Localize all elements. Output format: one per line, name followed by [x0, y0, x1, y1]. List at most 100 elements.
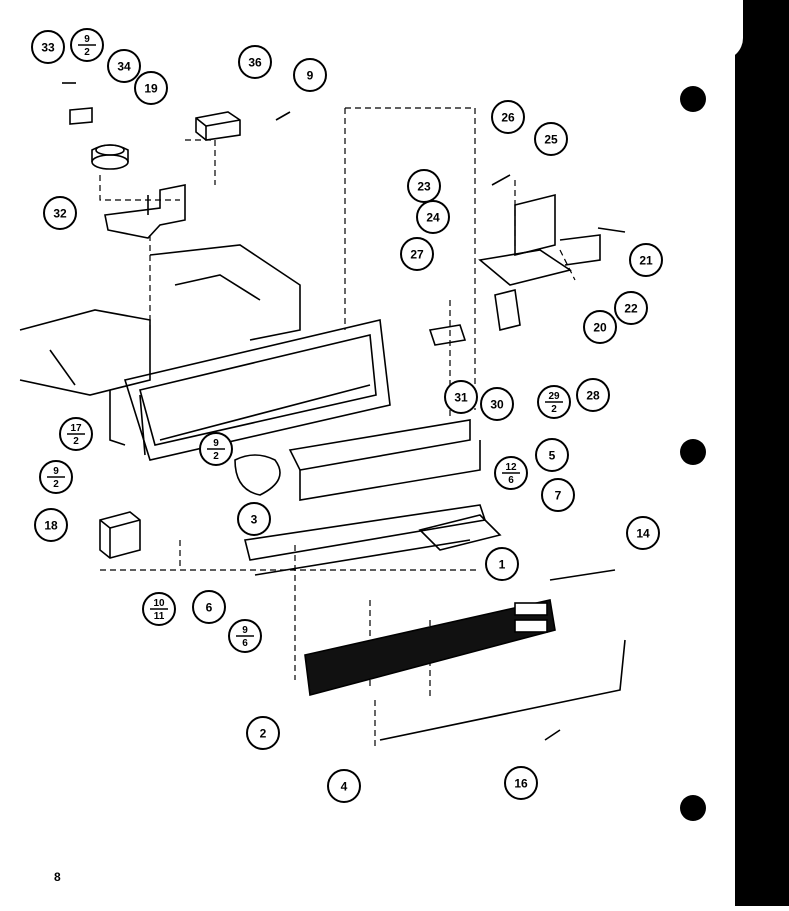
page-edge-bar: [721, 0, 789, 906]
callout-circle: [407, 169, 441, 203]
callout-numerator: 10: [153, 598, 165, 609]
callout-number: 3: [251, 513, 258, 527]
callout-numerator: 9: [213, 438, 219, 449]
callout-denominator: 11: [154, 611, 165, 622]
callout-c31: 31: [444, 380, 478, 414]
callout-circle: [576, 378, 610, 412]
callout-denominator: 6: [242, 638, 248, 649]
callout-numerator: 17: [70, 423, 82, 434]
callout-denominator: 2: [73, 436, 79, 447]
relay-assembly: [195, 111, 291, 141]
callout-c18: 18: [34, 508, 68, 542]
callout-number: 5: [549, 449, 556, 463]
control-bracket-assembly: [62, 82, 186, 239]
callout-circle: [43, 196, 77, 230]
callout-c9-top: 9: [293, 58, 327, 92]
callout-c6: 6: [192, 590, 226, 624]
callout-c3: 3: [237, 502, 271, 536]
callout-circle: [107, 49, 141, 83]
callout-number: 9: [307, 69, 314, 83]
callout-c33: 33: [31, 30, 65, 64]
callout-c17-2: 172: [59, 417, 93, 451]
callout-circle: [34, 508, 68, 542]
callout-denominator: 6: [508, 475, 514, 486]
door-switch-bracket-assembly: [428, 174, 626, 346]
console-housing: [19, 244, 391, 461]
callout-circle: [626, 516, 660, 550]
callout-c5: 5: [535, 438, 569, 472]
callout-number: 36: [248, 56, 262, 70]
callout-number: 21: [639, 254, 653, 268]
callout-c9-2-left: 92: [39, 460, 73, 494]
callout-c25: 25: [534, 122, 568, 156]
callout-circle: [614, 291, 648, 325]
callout-circle: [192, 590, 226, 624]
callout-number: 25: [544, 133, 558, 147]
callout-number: 7: [555, 489, 562, 503]
callout-c27: 27: [400, 237, 434, 271]
callout-circle: [541, 478, 575, 512]
callout-c12-6: 126: [494, 456, 528, 490]
callout-c9-2-mid: 92: [199, 432, 233, 466]
callout-circle: [534, 122, 568, 156]
binder-hole-top: [680, 86, 706, 112]
callout-numerator: 9: [84, 34, 90, 45]
callout-c20: 20: [583, 310, 617, 344]
assembly-drawing: [19, 82, 626, 750]
callout-numerator: 9: [242, 625, 248, 636]
callout-c16: 16: [504, 766, 538, 800]
callout-number: 22: [624, 302, 638, 316]
callout-number: 20: [593, 321, 607, 335]
callout-c22: 22: [614, 291, 648, 325]
callout-circle: [400, 237, 434, 271]
touch-panel-overlay: [304, 599, 556, 697]
control-board-assembly: [234, 419, 502, 576]
callout-number: 1: [499, 558, 506, 572]
relay-18: [99, 511, 141, 559]
binder-hole-middle: [680, 439, 706, 465]
callout-circle: [491, 100, 525, 134]
callout-c24: 24: [416, 200, 450, 234]
callout-c9-6: 96: [228, 619, 262, 653]
callout-c34: 34: [107, 49, 141, 83]
callout-c7: 7: [541, 478, 575, 512]
callout-circle: [134, 71, 168, 105]
callout-circle: [444, 380, 478, 414]
callout-c30: 30: [480, 387, 514, 421]
callout-number: 18: [44, 519, 58, 533]
callout-denominator: 2: [84, 47, 90, 58]
callout-circle: [246, 716, 280, 750]
callout-c36: 36: [238, 45, 272, 79]
callout-denominator: 2: [213, 451, 219, 462]
callout-denominator: 2: [53, 479, 59, 490]
callout-c19: 19: [134, 71, 168, 105]
callout-circle: [629, 243, 663, 277]
trim-strip-assembly: [379, 569, 626, 741]
callout-number: 23: [417, 180, 431, 194]
page-number: 8: [54, 870, 61, 884]
callout-number: 19: [144, 82, 158, 96]
callout-circle: [485, 547, 519, 581]
callout-c23: 23: [407, 169, 441, 203]
callout-number: 32: [53, 207, 67, 221]
callout-number: 14: [636, 527, 650, 541]
callout-number: 16: [514, 777, 528, 791]
callout-c29-2: 292: [537, 385, 571, 419]
callout-c2: 2: [246, 716, 280, 750]
callout-number: 30: [490, 398, 504, 412]
callout-number: 6: [206, 601, 213, 615]
callout-denominator: 2: [551, 404, 557, 415]
callout-c28: 28: [576, 378, 610, 412]
callout-numerator: 29: [548, 391, 560, 402]
callout-numerator: 9: [53, 466, 59, 477]
callout-circle: [416, 200, 450, 234]
callout-numerator: 12: [505, 462, 517, 473]
callout-number: 31: [454, 391, 468, 405]
binder-hole-bottom: [680, 795, 706, 821]
callout-circle: [238, 45, 272, 79]
callout-circle: [293, 58, 327, 92]
callout-c4: 4: [327, 769, 361, 803]
callout-circle: [31, 30, 65, 64]
